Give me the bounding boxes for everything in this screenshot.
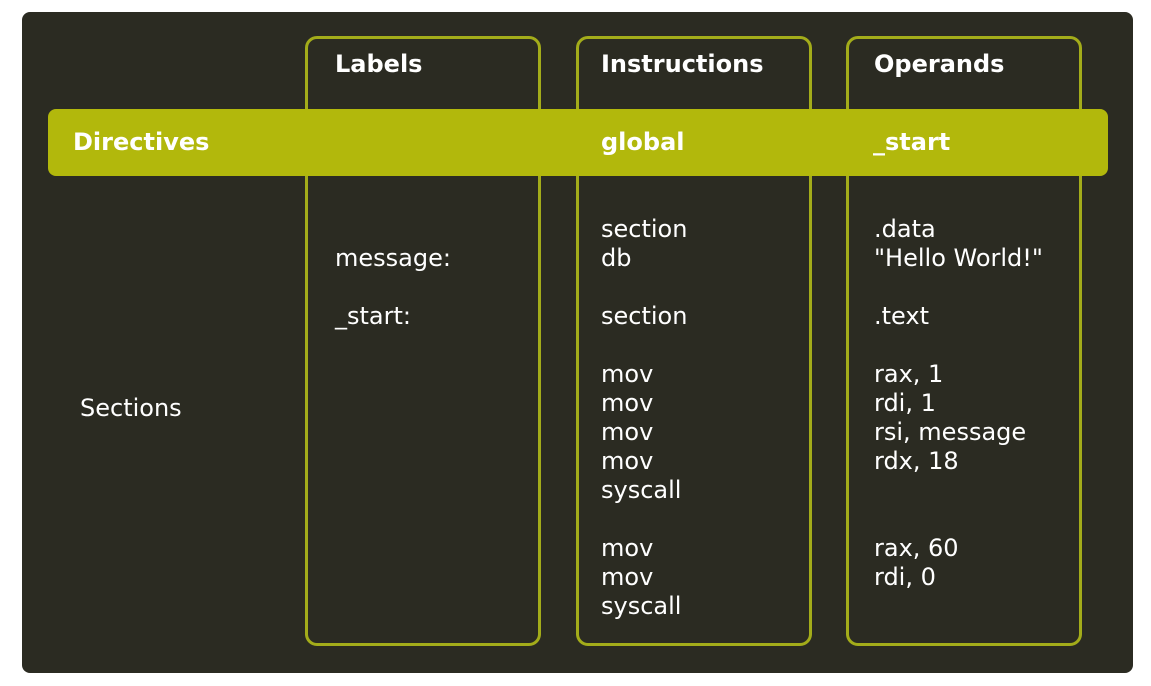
instructions-block: section db section mov mov mov mov sysca…	[601, 215, 688, 620]
directive-instruction: global	[601, 128, 685, 156]
instructions-column-box	[576, 36, 812, 646]
sections-label: Sections	[80, 394, 182, 422]
instructions-header: Instructions	[601, 50, 764, 78]
operands-header: Operands	[874, 50, 1005, 78]
labels-header: Labels	[335, 50, 423, 78]
operands-block: .data "Hello World!" .text rax, 1 rdi, 1…	[874, 215, 1043, 591]
labels-column-box	[305, 36, 541, 646]
directive-operand: _start	[873, 128, 951, 156]
operands-column-box	[846, 36, 1082, 646]
directives-label: Directives	[73, 128, 210, 156]
directives-band	[48, 109, 1108, 176]
labels-block: message: _start:	[335, 244, 451, 330]
